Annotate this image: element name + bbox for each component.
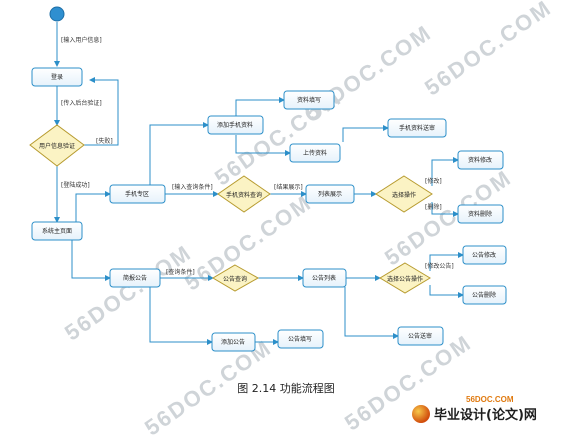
label-fill-info: 资料填写 [297,96,321,104]
figure-caption: 图 2.14 功能流程图 [237,382,335,395]
diamond-phone-query [217,175,271,213]
box-phone-zone [109,184,166,204]
box-info-edit [457,150,504,170]
label-list-display: 列表展示 [318,190,342,198]
label-notice-query: 公告查询 [223,275,247,283]
label-phone-query: 手机资料查询 [226,191,262,199]
label-choose-op: 选择操作 [392,191,416,199]
label-verify: 用户信息验证 [39,142,75,150]
diamond-verify [29,124,85,167]
box-notice-fill [277,329,324,349]
edge-label-edit: [修改] [425,177,442,185]
label-add-phone: 添加手机资料 [217,121,253,129]
edge-label-edit-notice: [修改公告] [425,262,454,270]
edge-label-input-query: [输入查询条件] [172,183,213,191]
edge-label-delete: [删除] [425,203,442,211]
box-info-delete [457,204,504,224]
box-list-display [305,184,355,204]
box-home [31,221,83,241]
box-add-notice [211,332,256,352]
label-notice-mgmt: 简报公告 [123,274,147,282]
box-upload [289,143,341,163]
logo-ball-icon [412,405,430,423]
diamond-choose-notice-op [379,262,431,294]
connectors [54,22,464,345]
label-notice-edit: 公告修改 [472,251,496,259]
label-info-delete: 资料删除 [468,210,492,218]
label-add-notice: 添加公告 [221,338,245,346]
box-notice-list [302,268,347,288]
box-notice-delete [462,285,507,305]
box-notice-mgmt [109,268,161,288]
site-logo: 56DOC.COM 毕业设计(论文)网 [410,395,570,425]
diamond-notice-query [212,264,260,292]
edge-label-fail: [失败] [96,137,113,145]
box-notice-edit [462,245,507,265]
label-notice-delete: 公告删除 [472,291,496,299]
logo-name-text: 毕业设计(论文)网 [434,408,537,423]
label-info-edit: 资料修改 [468,156,492,164]
edge-label-success: [登陆成功] [61,181,90,189]
start-node [49,6,65,22]
edge-label-input-user: [输入用户信息] [61,36,102,44]
diamond-choose-op [375,175,433,213]
label-phone-zone: 手机专区 [125,190,149,198]
edge-label-send-verify: [传入后台验证] [61,99,102,107]
logo-site-text: 56DOC.COM [466,395,514,404]
label-choose-notice-op: 选择公告操作 [387,275,423,283]
label-notice-review: 公告送审 [408,332,432,340]
label-phone-review: 手机资料送审 [399,124,435,132]
flowchart: [输入用户信息] [传入后台验证] [失败] [登陆成功] [输入查询条件] [… [29,6,507,352]
box-add-phone [207,115,264,135]
label-home: 系统主页面 [42,227,72,235]
edge-label-return-result: [结果展示] [274,183,303,191]
box-notice-review [397,326,444,346]
box-login [31,67,83,87]
edge-label-query-cond: [查询条件] [166,268,195,276]
label-upload: 上传资料 [303,149,327,157]
label-notice-list: 公告列表 [312,274,336,282]
label-login: 登录 [51,73,63,81]
box-phone-review [387,118,447,138]
label-notice-fill: 公告填写 [288,335,312,343]
box-fill-info [283,90,335,110]
